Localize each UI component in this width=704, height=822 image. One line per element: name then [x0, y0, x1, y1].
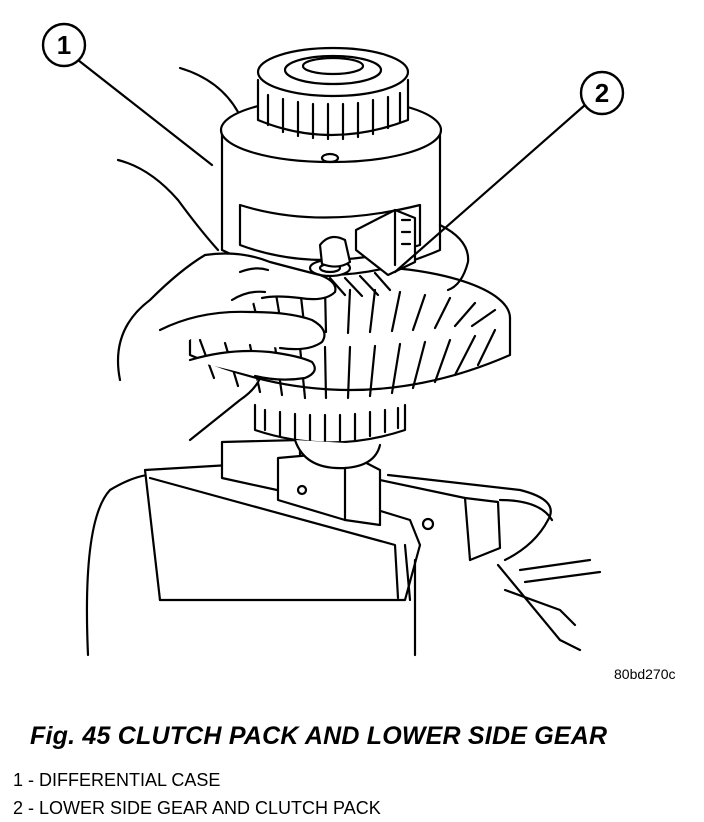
figure-caption: Fig. 45 CLUTCH PACK AND LOWER SIDE GEAR — [30, 722, 608, 750]
callout-2-leader — [393, 103, 587, 274]
vise — [85, 463, 602, 657]
upper-bearing — [256, 46, 410, 141]
legend-item-2: 2 - LOWER SIDE GEAR AND CLUTCH PACK — [13, 798, 381, 818]
hands — [116, 66, 470, 442]
callout-1-bubble: 1 — [41, 22, 87, 68]
callout-2-number: 2 — [595, 78, 609, 108]
callout-legend: 1 - DIFFERENTIAL CASE 2 - LOWER SIDE GEA… — [13, 766, 381, 822]
legend-item-1: 1 - DIFFERENTIAL CASE — [13, 770, 221, 790]
lower-bearing — [253, 403, 407, 470]
figure-reference-code: 80bd270c — [614, 666, 676, 682]
callout-2-bubble: 2 — [579, 70, 625, 116]
callout-1-leader — [76, 58, 214, 167]
differential-illustration: 1 2 — [41, 22, 625, 657]
side-gear-clutch-pack — [308, 235, 392, 298]
callout-1-number: 1 — [57, 30, 71, 60]
